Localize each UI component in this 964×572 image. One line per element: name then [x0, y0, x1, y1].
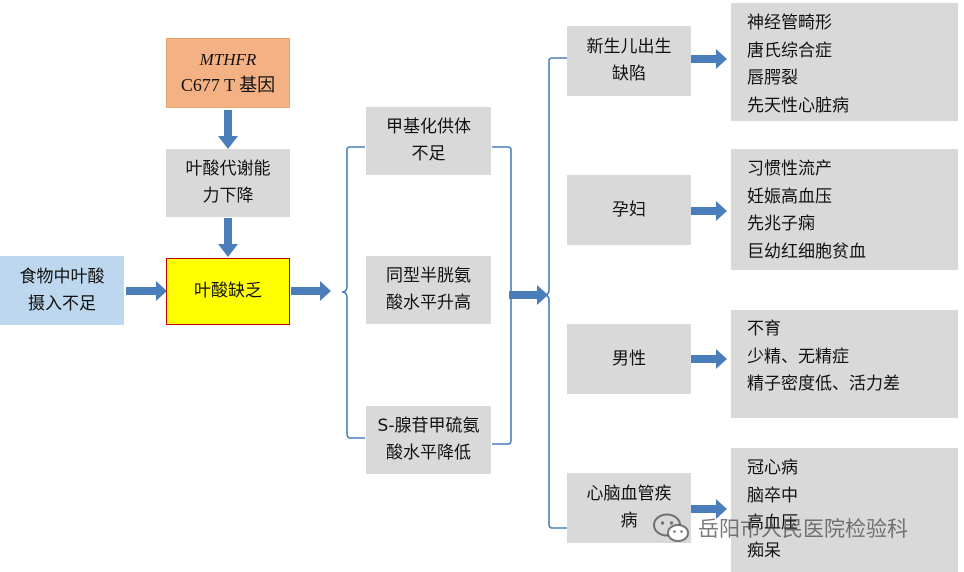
category-2-line-1: 孕妇: [612, 199, 646, 220]
middle-3-line-1: S-腺苷甲硫氨: [377, 416, 480, 436]
outcome-item: 先天性心脏病: [747, 95, 849, 116]
arrow-category-2-to-list: [691, 201, 727, 221]
deficiency-label: 叶酸缺乏: [194, 281, 262, 301]
category-3-line-1: 男性: [612, 348, 646, 369]
arrow-gene-to-metabolism: [218, 110, 238, 149]
outcome-item: 妊娠高血压: [747, 186, 832, 207]
arrow-category-4-to-list: [691, 499, 727, 519]
outcome-item: 痴呆: [747, 540, 781, 561]
outcome-item: 巨幼红细胞贫血: [747, 241, 866, 262]
category-1-line-1: 新生儿出生: [586, 37, 672, 57]
arrow-category-3-to-list: [691, 349, 727, 369]
folate-deficiency-box: 叶酸缺乏: [166, 258, 290, 325]
arrow-intake-to-deficiency: [126, 281, 167, 301]
category-men: 男性: [567, 324, 691, 394]
brace-categories: [543, 57, 567, 529]
mthfr-gene-box: MTHFR C677 T 基因: [166, 38, 290, 108]
watermark: 岳阳市人民医院检验科: [652, 512, 908, 544]
folate-metabolism-box: 叶酸代谢能 力下降: [166, 149, 290, 217]
outcome-item: 精子密度低、活力差: [747, 374, 900, 394]
brace-middle-right: [492, 146, 512, 445]
outcome-item: 不育: [747, 319, 781, 339]
outcome-item: 少精、无精症: [747, 346, 849, 367]
wechat-icon: [653, 513, 689, 542]
dietary-intake-box: 食物中叶酸 摄入不足: [0, 256, 124, 325]
outcome-list-pregnant: 习惯性流产 妊娠高血压 先兆子痫 巨幼红细胞贫血: [731, 149, 958, 270]
outcome-item: 先兆子痫: [747, 214, 815, 234]
middle-2-line-2: 酸水平升高: [386, 293, 471, 313]
middle-box-sam: S-腺苷甲硫氨 酸水平降低: [366, 406, 491, 474]
outcome-item: 习惯性流产: [747, 159, 832, 179]
outcome-item: 神经管畸形: [747, 13, 832, 33]
outcome-list-men: 不育 少精、无精症 精子密度低、活力差: [731, 310, 958, 418]
category-1-line-2: 缺陷: [612, 64, 646, 84]
middle-box-methyl-donor: 甲基化供体 不足: [366, 107, 491, 175]
arrow-deficiency-to-middle: [291, 281, 331, 301]
metabolism-line-1: 叶酸代谢能: [185, 159, 271, 179]
gene-variant: C677 T 基因: [180, 75, 276, 95]
category-4-line-2: 病: [620, 511, 638, 531]
watermark-text: 岳阳市人民医院检验科: [698, 517, 908, 541]
category-pregnant-women: 孕妇: [567, 175, 691, 245]
intake-line-1: 食物中叶酸: [19, 266, 105, 287]
outcome-item: 冠心病: [747, 458, 798, 478]
arrow-middle-to-categories: [509, 285, 548, 305]
intake-line-2: 摄入不足: [28, 293, 96, 314]
gene-name: MTHFR: [199, 50, 257, 69]
outcome-item: 唇腭裂: [747, 68, 798, 88]
outcome-item: 脑卒中: [747, 485, 798, 506]
middle-2-line-1: 同型半胱氨: [386, 266, 471, 286]
middle-1-line-1: 甲基化供体: [386, 117, 471, 137]
middle-1-line-2: 不足: [411, 144, 446, 164]
outcome-list-cardiovascular: 冠心病 脑卒中 高血压 痴呆: [731, 448, 958, 572]
arrow-metabolism-to-deficiency: [218, 218, 238, 257]
category-newborn-defects: 新生儿出生 缺陷: [567, 26, 691, 96]
middle-box-homocysteine: 同型半胱氨 酸水平升高: [366, 256, 491, 324]
outcome-list-newborn: 神经管畸形 唐氏综合症 唇腭裂 先天性心脏病: [731, 3, 958, 121]
middle-3-line-2: 酸水平降低: [386, 443, 471, 463]
arrow-category-1-to-list: [691, 49, 727, 69]
outcome-item: 高血压: [747, 513, 798, 533]
category-4-line-1: 心脑血管疾: [586, 484, 672, 504]
metabolism-line-2: 力下降: [202, 186, 254, 206]
outcome-item: 唐氏综合症: [747, 40, 832, 61]
brace-left: [341, 146, 365, 439]
